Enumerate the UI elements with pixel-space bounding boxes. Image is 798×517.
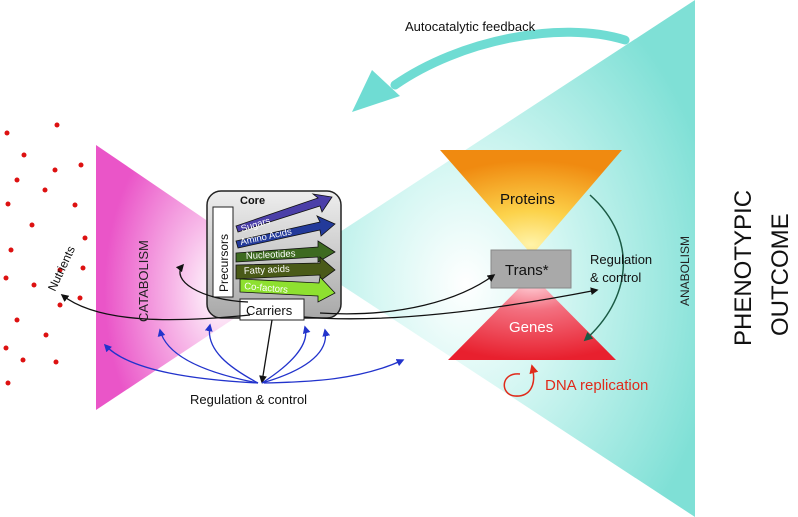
trans-label: Trans*: [505, 262, 549, 279]
anabolism-label: ANABOLISM: [678, 236, 692, 306]
dna-replication-label: DNA replication: [545, 377, 648, 394]
outcome-label: OUTCOME: [767, 213, 794, 336]
nutrient-dots: [3, 122, 88, 386]
regulation-arrows: [103, 323, 405, 384]
nucleotides-label: Nucleotides: [246, 248, 296, 262]
proteins-triangle: [440, 150, 622, 255]
carriers-label: Carriers: [246, 303, 293, 318]
precursors-label: Precursors: [217, 234, 231, 292]
fatty-acids-label: Fatty acids: [244, 264, 291, 277]
catabolism-label: CATABOLISM: [136, 240, 151, 322]
dna-replication-loop: [503, 364, 539, 397]
proteins-label: Proteins: [500, 191, 555, 208]
nutrients-label: Nutrients: [45, 244, 78, 293]
cofactors-label: Co-factors: [244, 281, 289, 296]
precursors-box: [212, 206, 234, 298]
phenotypic-label: PHENOTYPIC: [730, 190, 757, 346]
catabolism-region: [96, 145, 262, 410]
core-arrow-nucleotides: [235, 240, 336, 263]
flux-arrows: [60, 263, 599, 384]
core-arrow-fatty-acids: [235, 256, 336, 282]
regulation-bottom-label: Regulation & control: [190, 392, 307, 407]
autocatalytic-label: Autocatalytic feedback: [405, 19, 536, 34]
regulation-right-label-1: Regulation: [590, 252, 652, 267]
autocatalytic-feedback-arrow: [352, 27, 630, 112]
core-arrows: [235, 193, 336, 303]
trans-box: [490, 249, 572, 289]
core-arrow-sugars: [235, 193, 333, 233]
genes-triangle: [448, 275, 616, 360]
core-label: Core: [240, 195, 265, 207]
core-arrow-amino-acids: [235, 215, 336, 249]
genes-label: Genes: [509, 319, 553, 336]
core-arrow-cofactors: [239, 276, 336, 303]
regulation-right-label-2: & control: [590, 270, 641, 285]
regulation-green-arrow: [583, 194, 624, 342]
